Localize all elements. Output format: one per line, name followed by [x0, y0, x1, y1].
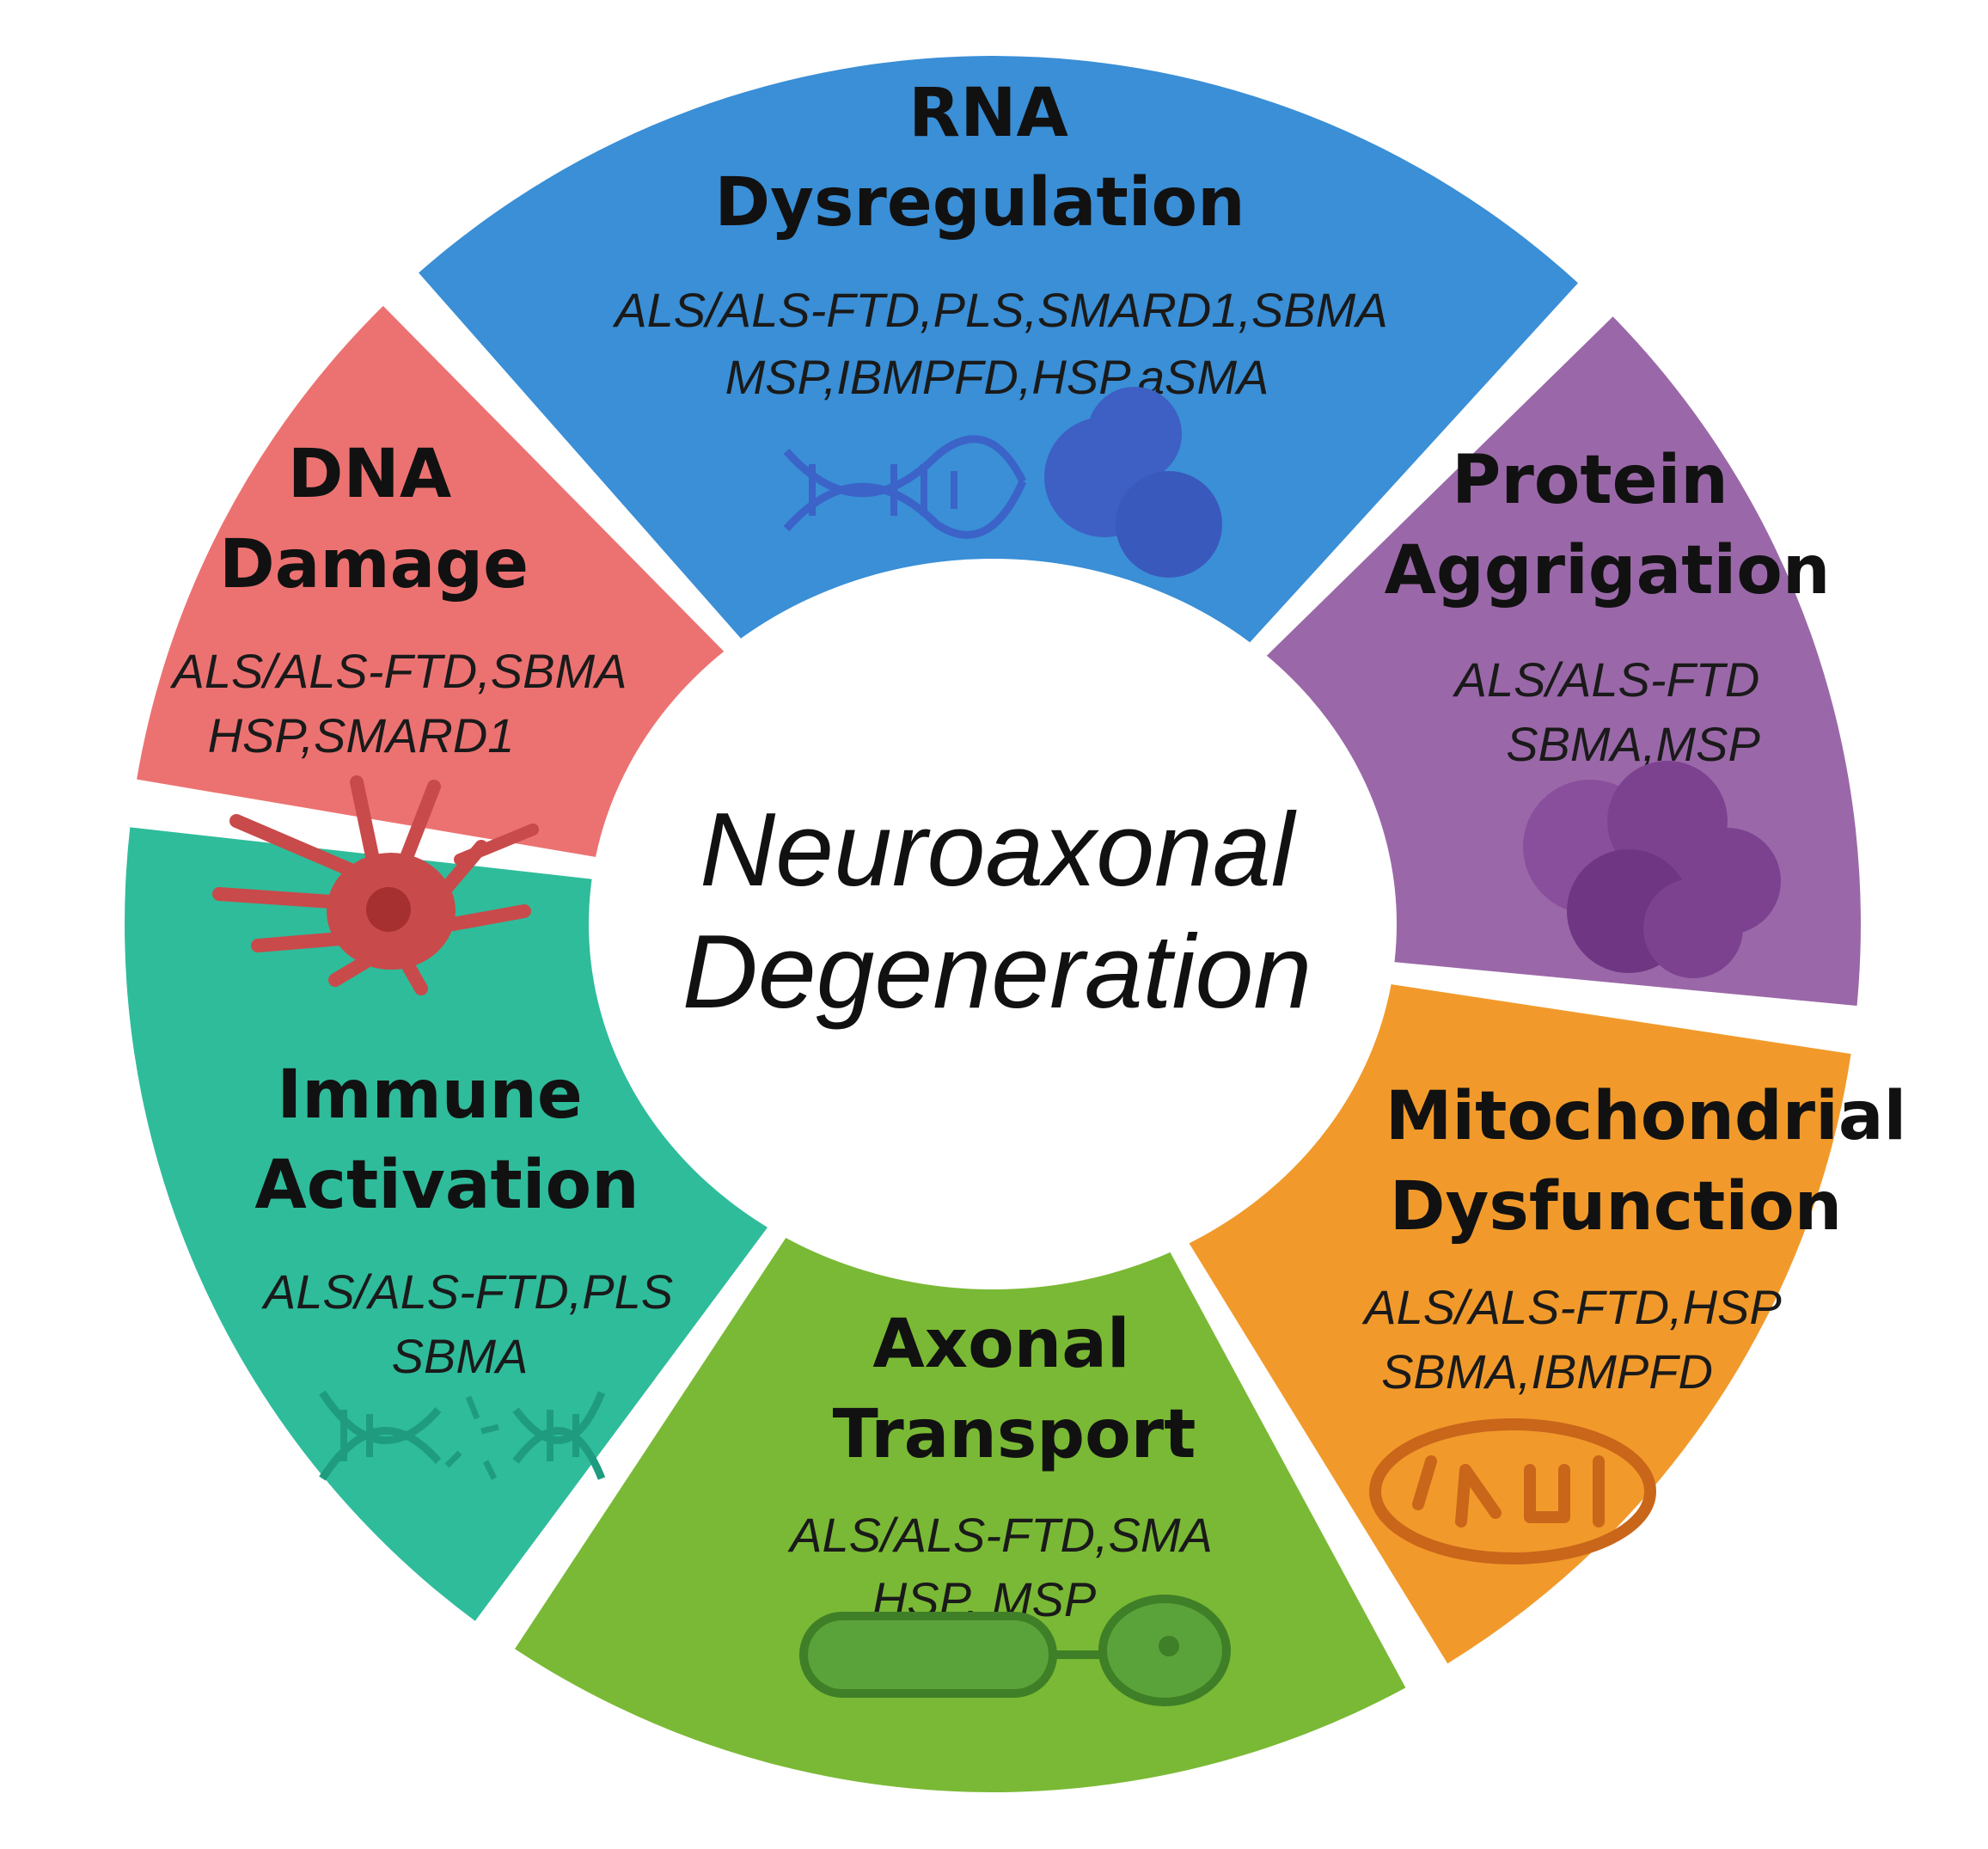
- protein-aggregate-icon: [1523, 761, 1781, 978]
- group-axonal-transport: Axonal Transport ALS/ALS-FTD,SMA HSP, MS…: [787, 1306, 1231, 1706]
- group-immune-activation: Immune Activation ALS/ALS-FTD,PLS SBMA: [254, 1056, 673, 1481]
- center-circle: [589, 559, 1397, 1289]
- segment-dna-damage: [137, 305, 740, 864]
- group-dna-damage: DNA Damage ALS/ALS-FTD,SBMA HSP,SMARD1: [169, 436, 627, 995]
- diseases-immune-line2: SBMA: [392, 1329, 529, 1383]
- title-mito-line2: Dysfunction: [1390, 1168, 1842, 1246]
- diseases-mito-line1: ALS/ALS-FTD,HSP: [1361, 1280, 1781, 1334]
- title-axonal-line2: Transport: [833, 1396, 1196, 1473]
- group-rna-dysregulation: RNA Dysregulation ALS/ALS-FTD,PLS,SMARD1…: [612, 75, 1388, 578]
- diseases-mito-line2: SBMA,IBMPFD: [1381, 1344, 1713, 1399]
- title-mito-line1: Mitochondrial: [1385, 1078, 1907, 1155]
- title-dna-line2: Damage: [219, 526, 529, 603]
- title-rna-line2: Dysregulation: [714, 164, 1245, 242]
- dna-and-protein-icon: [783, 387, 1222, 578]
- diseases-dna-line2: HSP,SMARD1: [208, 708, 515, 762]
- title-axonal-line1: Axonal: [872, 1306, 1129, 1383]
- title-immune-line1: Immune: [277, 1056, 583, 1134]
- diseases-dna-line1: ALS/ALS-FTD,SBMA: [169, 644, 627, 698]
- segment-rna-dysregulation: [419, 56, 1579, 658]
- mitochondrion-icon: [1369, 1418, 1656, 1564]
- group-mitochondrial-dysfunction: Mitochondrial Dysfunction ALS/ALS-FTD,HS…: [1361, 1078, 1907, 1564]
- damaged-neuron-icon: [212, 775, 539, 995]
- title-dna-line1: DNA: [288, 436, 451, 513]
- diseases-protein-line1: ALS/ALS-FTD: [1453, 652, 1760, 707]
- group-protein-aggrigation: Protein Aggrigation ALS/ALS-FTD SBMA,MSP: [1385, 442, 1831, 978]
- diseases-rna-line1: ALS/ALS-FTD,PLS,SMARD1,SBMA: [612, 283, 1387, 337]
- title-protein-line1: Protein: [1452, 442, 1728, 519]
- title-rna-line1: RNA: [908, 75, 1068, 152]
- title-protein-line2: Aggrigation: [1385, 532, 1831, 609]
- broken-dna-icon: [319, 1390, 606, 1481]
- segment-mitochondrial-dysfunction: [1182, 977, 1851, 1664]
- diseases-protein-line2: SBMA,MSP: [1506, 717, 1760, 771]
- segment-wedges: [125, 56, 1861, 1792]
- diseases-immune-line1: ALS/ALS-FTD,PLS: [261, 1264, 673, 1319]
- center-title-line1: Neuroaxonal: [700, 791, 1297, 908]
- title-immune-line2: Activation: [254, 1147, 639, 1224]
- diseases-rna-line2: MSP,IBMPFD,HSP,aSMA: [725, 350, 1269, 404]
- axon-transport-icon: [799, 1595, 1231, 1706]
- center-title-line2: Degeneration: [682, 913, 1312, 1030]
- diseases-axonal-line1: ALS/ALS-FTD,SMA: [787, 1508, 1213, 1562]
